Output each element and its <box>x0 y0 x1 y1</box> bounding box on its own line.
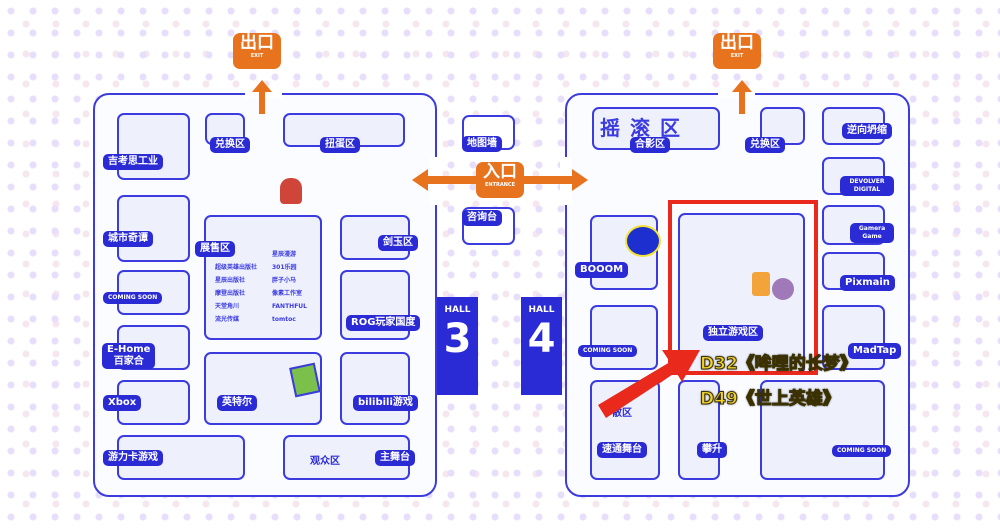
booth <box>678 380 720 480</box>
exit-label: 出口 <box>720 33 754 53</box>
ehome-line1: E-Home <box>107 344 151 355</box>
booth-label-youlika[interactable]: 游力卡游戏 <box>103 450 163 466</box>
mascot-illustration <box>752 272 770 296</box>
vendor: 301乐园 <box>272 264 297 271</box>
booth <box>822 305 885 370</box>
vendor: 胖子小马 <box>272 277 297 284</box>
sales-vendor-list-left: 超级英雄出版社星辰出版社摩登出版社天堂角川流光传媒 <box>215 261 257 326</box>
ehome-line2: 百家合 <box>113 356 144 367</box>
booth-label-booom[interactable]: BOOOM <box>575 262 629 278</box>
booth <box>760 380 885 480</box>
booth <box>283 113 405 147</box>
booth <box>283 435 410 480</box>
vendor: 星辰出版社 <box>215 277 246 284</box>
hall-number: 4 <box>527 316 556 362</box>
vendor: 星辰漫游 <box>272 251 297 258</box>
booth-label-kendama[interactable]: 剑玉区 <box>378 235 418 251</box>
vendor: 摩登出版社 <box>215 290 246 297</box>
mascot-illustration <box>772 278 794 300</box>
booth-label-coming-soon[interactable]: COMING SOON <box>103 292 163 304</box>
booth-label-speedrun[interactable]: 速通舞台 <box>597 442 647 458</box>
booth-label-coming-soon[interactable]: COMING SOON <box>832 445 892 457</box>
vendor: tomtoc <box>272 316 296 323</box>
character-illustration <box>280 178 302 204</box>
booth-label-rog[interactable]: ROG玩家国度 <box>346 315 421 331</box>
booth-label-jikaosi[interactable]: 吉考思工业 <box>103 154 163 170</box>
hall-label: HALL <box>528 305 555 315</box>
booth-label-xbox[interactable]: Xbox <box>103 395 142 411</box>
map-wall-label: 地图墙 <box>462 136 502 152</box>
hall-label: HALL <box>444 305 471 315</box>
booth-label-photo[interactable]: 合影区 <box>630 137 670 153</box>
vendor: 流光传媒 <box>215 316 240 323</box>
booth <box>340 352 410 425</box>
annotation-line-1: D32《哞哩的长梦》 <box>700 354 858 375</box>
booth-label-devolver[interactable]: DEVOLVER DIGITAL <box>840 176 894 196</box>
booth-label-gacha[interactable]: 扭蛋区 <box>320 137 360 153</box>
vendor: 天堂角川 <box>215 303 240 310</box>
booth <box>204 215 322 340</box>
vendor: 像素工作室 <box>272 290 303 297</box>
info-desk-label: 咨询台 <box>462 210 502 226</box>
audience-area-label: 观众区 <box>310 456 340 467</box>
annotation-line-2: D49《世上英雄》 <box>700 389 841 410</box>
exit-opening-right <box>718 88 755 98</box>
booth-label-pixmain[interactable]: Pixmain <box>840 275 895 291</box>
booth <box>590 305 658 370</box>
booth-label-indie[interactable]: 独立游戏区 <box>703 325 763 341</box>
photo-area-logo: 摇滚区 <box>600 116 690 140</box>
booth-label-gamera[interactable]: Gamera Game <box>850 223 894 243</box>
sales-vendor-list-right: 星辰漫游 301乐园胖子小马像素工作室 FANTHFUL tomtoc <box>272 248 307 326</box>
entrance-sub: ENTRANCE <box>485 182 515 188</box>
booth-label-main-stage[interactable]: 主舞台 <box>375 450 415 466</box>
booth-label-intel[interactable]: 英特尔 <box>217 395 257 411</box>
booth-label-exchange[interactable]: 兑换区 <box>210 137 250 153</box>
booth-label-nixiang[interactable]: 逆向坍缩 <box>842 123 892 139</box>
vendor: 超级英雄出版社 <box>215 264 258 271</box>
vendor: FANTHFUL <box>272 303 307 310</box>
mascot-blob-illustration <box>625 225 661 257</box>
booth-label-chengshi[interactable]: 城市奇谭 <box>103 231 153 247</box>
booth-label-bilibili[interactable]: bilibili游戏 <box>353 395 418 411</box>
booth-label-exchange-right[interactable]: 兑换区 <box>745 137 785 153</box>
indie-highlight-box <box>668 200 818 375</box>
booth-label-pansheng[interactable]: 攀升 <box>697 442 727 458</box>
exit-sub: EXIT <box>730 53 744 59</box>
hall-number: 3 <box>443 316 472 362</box>
booth-label-coming-soon[interactable]: COMING SOON <box>578 345 638 357</box>
booth-label-sales[interactable]: 展售区 <box>195 241 235 257</box>
entrance-label: 入口 <box>483 162 517 182</box>
booth <box>117 195 190 262</box>
booth-san-label: 散区 <box>612 408 632 419</box>
exit-label: 出口 <box>240 33 274 53</box>
exit-sub: EXIT <box>250 53 264 59</box>
booth-label-tap[interactable]: MadTap <box>848 343 902 359</box>
